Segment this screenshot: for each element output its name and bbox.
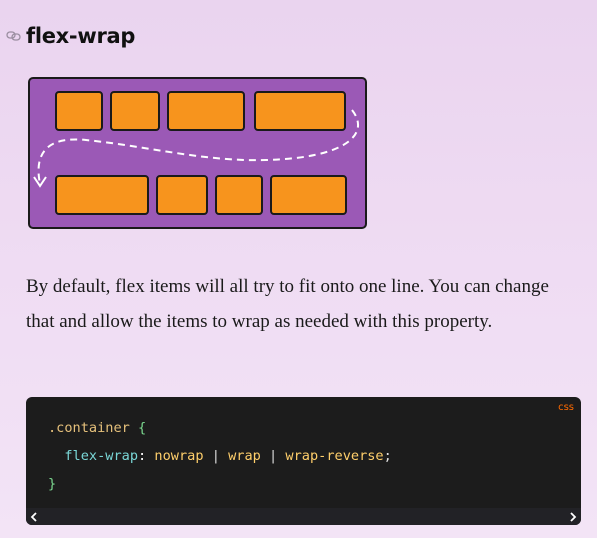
css-value-wrap-reverse: wrap-reverse: [285, 448, 384, 464]
css-semicolon: ;: [383, 448, 392, 464]
css-colon: :: [138, 448, 147, 464]
pipe-separator: |: [211, 448, 220, 464]
chevron-left-icon[interactable]: [26, 508, 42, 525]
flex-item: [55, 175, 149, 215]
flex-item: [254, 91, 346, 131]
css-property: flex-wrap: [64, 448, 139, 464]
pipe-separator: |: [269, 448, 278, 464]
flex-item: [270, 175, 347, 215]
code-line-2: flex-wrap: nowrap | wrap | wrap-reverse;: [48, 448, 392, 464]
css-value-wrap: wrap: [228, 448, 261, 464]
language-badge: css: [558, 402, 574, 413]
flex-item: [156, 175, 208, 215]
flex-item: [167, 91, 245, 131]
css-value-nowrap: nowrap: [154, 448, 204, 464]
description-text: By default, flex items will all try to f…: [26, 276, 549, 332]
close-brace: }: [48, 476, 57, 492]
link-icon[interactable]: [6, 29, 22, 43]
row-1-items: [55, 91, 346, 131]
page-title: flex-wrap: [26, 24, 136, 48]
row-2-items: [55, 175, 347, 215]
code-line-1: .container {: [48, 420, 146, 436]
flex-item: [55, 91, 103, 131]
flex-item: [110, 91, 160, 131]
css-selector: .container: [48, 420, 130, 436]
section-heading: flex-wrap: [6, 20, 135, 52]
flex-wrap-illustration: [28, 77, 367, 229]
flex-item: [215, 175, 263, 215]
horizontal-scrollbar[interactable]: [26, 508, 581, 525]
wrap-arrow-head: [33, 176, 47, 188]
open-brace: {: [138, 420, 147, 436]
chevron-right-icon[interactable]: [565, 508, 581, 525]
code-line-3: }: [48, 476, 56, 492]
wrap-arrow: [37, 109, 359, 185]
code-block: css .container { flex-wrap: nowrap | wra…: [26, 397, 581, 525]
code-content: .container { flex-wrap: nowrap | wrap | …: [48, 414, 392, 498]
